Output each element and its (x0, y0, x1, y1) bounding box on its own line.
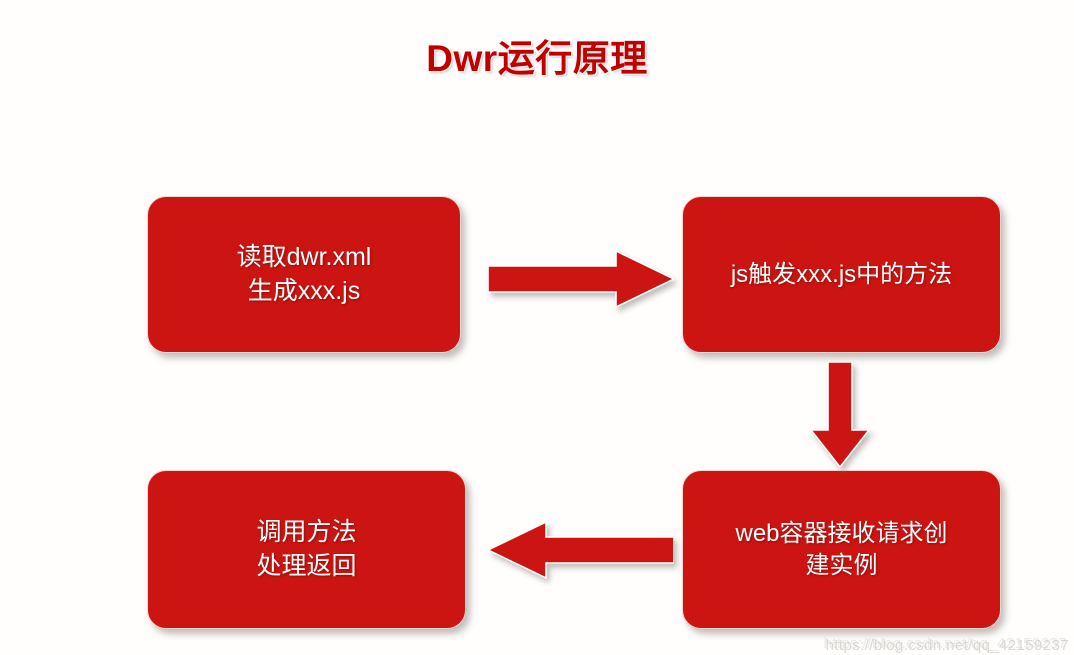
csdn-watermark: https://blog.csdn.net/qq_42159237 (824, 636, 1068, 653)
flow-node-label: js触发xxx.js中的方法 (730, 260, 953, 288)
flow-node-label: 读取dwr.xml 生成xxx.js (236, 243, 372, 305)
flow-node-web-container[interactable]: web容器接收请求创 建实例 (682, 470, 1001, 629)
page-title: Dwr运行原理 (426, 38, 648, 79)
arrow-down-icon (810, 362, 870, 468)
arrow-right-icon (488, 250, 674, 308)
flow-node-label: web容器接收请求创 建实例 (735, 519, 948, 579)
flow-node-js-trigger[interactable]: js触发xxx.js中的方法 (682, 196, 1001, 353)
flow-node-call-method[interactable]: 调用方法 处理返回 (147, 470, 466, 629)
arrow-left-icon (488, 521, 674, 579)
flow-node-read-dwr[interactable]: 读取dwr.xml 生成xxx.js (147, 196, 461, 353)
flow-node-label: 调用方法 处理返回 (256, 518, 357, 580)
